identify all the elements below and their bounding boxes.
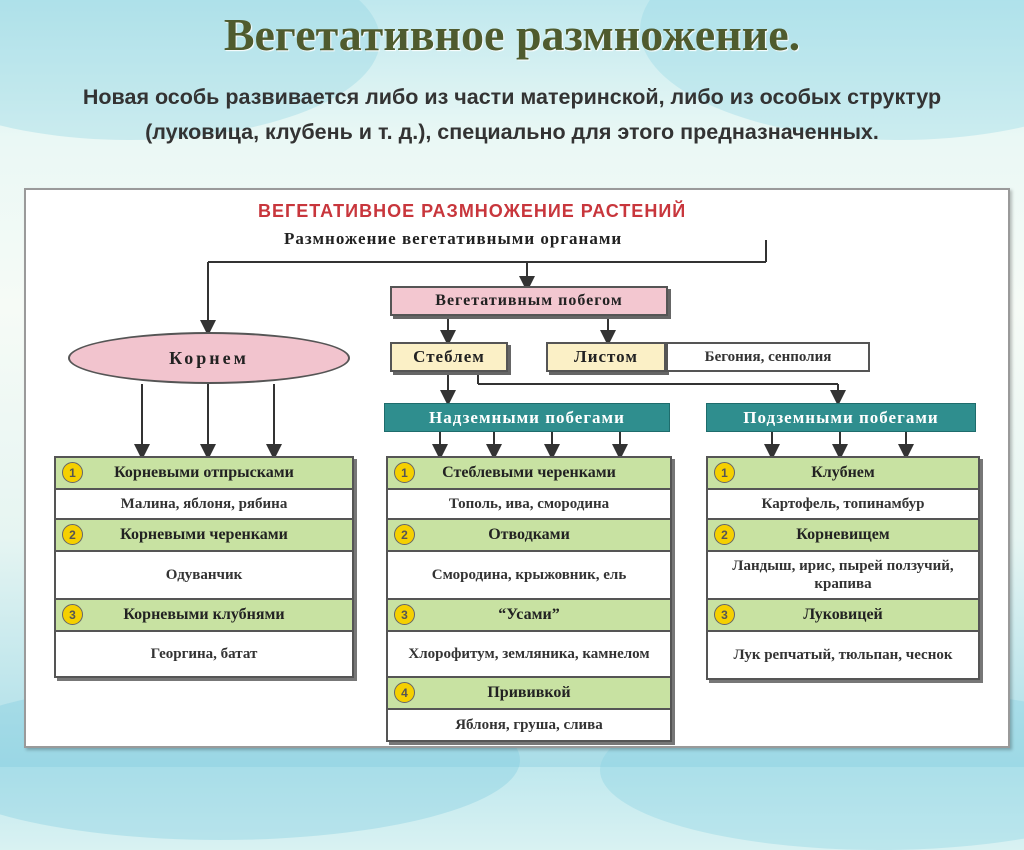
stem-node: Стеблем [390, 342, 508, 372]
list-item-example: Тополь, ива, смородина [388, 490, 670, 520]
list-item-example: Георгина, батат [150, 646, 258, 662]
leaf-node: Листом [546, 342, 666, 372]
list-item-example: Смородина, крыжовник, ель [388, 552, 670, 600]
list-item-example: Яблоня, груша, слива [455, 717, 603, 733]
underground-node: Подземными побегами [706, 403, 976, 432]
leaf-example: Бегония, сенполия [666, 342, 870, 372]
list-item-example: Лук репчатый, тюльпан, чеснок [733, 647, 953, 663]
connector-lines [134, 240, 914, 460]
list-item-example: Хлорофитум, земляника, камнелом [388, 632, 670, 678]
list-item-example: Одуванчик [56, 552, 352, 600]
page-subtitle: Новая особь развивается либо из части ма… [82, 85, 942, 144]
above-ground-node: Надземными побегами [384, 403, 670, 432]
shoot-node: Вегетативным побегом [390, 286, 668, 316]
list-item-example: Ландыш, ирис, пырей ползучий, крапива [708, 552, 978, 600]
list-item-example: Картофель, топинамбур [708, 490, 978, 520]
page-title: Вегетативное размножение. [223, 9, 801, 60]
root-method-node: Корнем [68, 332, 350, 384]
list-item-example: Малина, яблоня, рябина [56, 490, 352, 520]
diagram-heading: ВЕГЕТАТИВНОЕ РАЗМНОЖЕНИЕ РАСТЕНИЙ [258, 201, 687, 221]
list-item-method: 3“Усами” [388, 600, 670, 632]
root-node-label: Размножение вегетативными органами [284, 229, 623, 248]
